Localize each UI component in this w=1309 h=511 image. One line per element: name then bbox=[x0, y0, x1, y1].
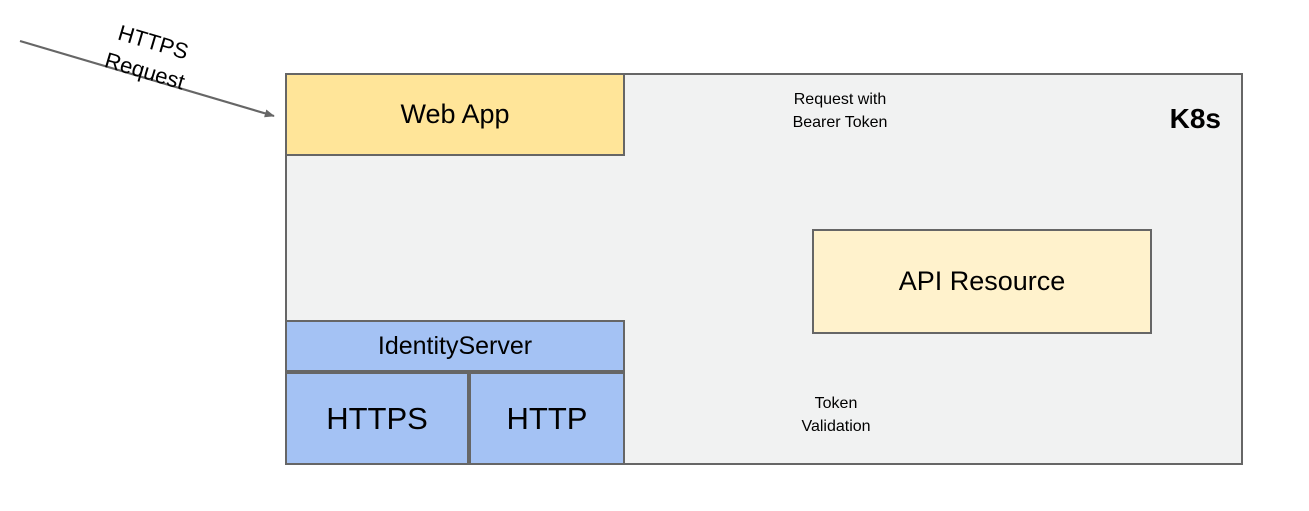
edge-label-token-validation: Token Validation bbox=[801, 395, 871, 436]
node-identity-server-https[interactable]: HTTPS bbox=[285, 372, 469, 465]
edge-label-request-with-bearer-token: Request with Bearer Token bbox=[792, 91, 888, 132]
edge-https-request bbox=[19, 39, 275, 118]
node-web-app-label: Web App bbox=[400, 98, 510, 129]
node-identity-server-https-label: HTTPS bbox=[326, 400, 428, 436]
node-api-resource-label: API Resource bbox=[898, 265, 1066, 296]
node-identity-server-http[interactable]: HTTP bbox=[469, 372, 625, 465]
node-identity-server-label: IdentityServer bbox=[377, 331, 533, 360]
node-identity-server[interactable]: IdentityServer bbox=[285, 320, 625, 372]
node-api-resource[interactable]: API Resource bbox=[812, 229, 1152, 334]
k8s-label: K8s bbox=[1169, 103, 1221, 134]
node-web-app[interactable]: Web App bbox=[285, 73, 625, 156]
node-identity-server-http-label: HTTP bbox=[506, 400, 588, 436]
